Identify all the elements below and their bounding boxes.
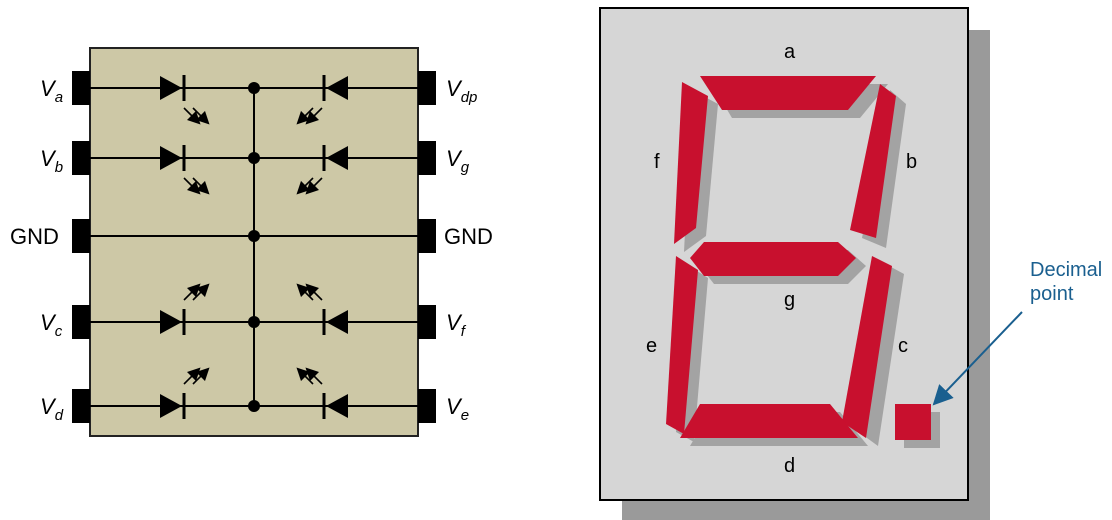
segment-label-c: c	[898, 335, 908, 357]
segment-label-g: g	[784, 289, 795, 311]
light-emission-arrows-icon	[192, 177, 210, 195]
light-emission-arrows-icon	[305, 367, 323, 385]
pin-right	[418, 219, 436, 253]
pin-left	[72, 71, 90, 105]
right-pin-labels: Vdp Vg GND Vf Ve	[444, 76, 493, 424]
left-pin-labels: Va Vb GND Vc Vd	[10, 76, 64, 424]
pin-label-right-2: Vg	[446, 146, 470, 176]
pin-label-right-4: Vf	[446, 310, 467, 340]
segment-f	[674, 82, 708, 244]
led-icon	[326, 76, 348, 100]
light-emission-arrows-icon	[305, 283, 323, 301]
led-icon	[160, 146, 182, 170]
pin-right	[418, 141, 436, 175]
segment-label-a: a	[784, 41, 796, 63]
segment-b	[850, 84, 896, 238]
junction-dot-icon	[248, 152, 260, 164]
light-emission-arrows-icon	[305, 177, 323, 195]
led-icon	[160, 310, 182, 334]
pin-label-left-1: Va	[40, 76, 63, 106]
pin-label-left-4: Vc	[40, 310, 63, 340]
junction-dot-icon	[248, 316, 260, 328]
decimal-point	[895, 404, 931, 440]
light-emission-arrows-icon	[183, 177, 201, 195]
segments	[666, 76, 931, 440]
junction-dot-icon	[248, 400, 260, 412]
decimal-point-label-line-2: point	[1030, 283, 1074, 305]
led-icon	[326, 310, 348, 334]
segment-c	[842, 256, 892, 438]
junction-dot-icon	[248, 82, 260, 94]
segment-label-b: b	[906, 151, 917, 173]
pin-left	[72, 141, 90, 175]
junction-dot-icon	[248, 230, 260, 242]
light-emission-arrows-icon	[296, 283, 314, 301]
segment-d	[680, 404, 858, 438]
pin-label-left-3: GND	[10, 224, 59, 249]
segment-label-e: e	[646, 335, 657, 357]
decimal-point-annotation: Decimal point	[932, 259, 1102, 406]
led-icon	[326, 146, 348, 170]
pin-right	[418, 305, 436, 339]
pin-right	[418, 389, 436, 423]
led-icon	[160, 394, 182, 418]
segment-e	[666, 256, 698, 434]
light-emission-arrows-icon	[192, 283, 210, 301]
light-emission-arrows-icon	[305, 107, 323, 125]
segment-label-d: d	[784, 455, 795, 477]
segment-labels: a b c d e f g	[646, 41, 917, 477]
segment-g	[690, 242, 856, 276]
light-emission-arrows-icon	[192, 107, 210, 125]
seven-segment-display: a b c d e f g Decimal point	[599, 7, 1102, 520]
light-emission-arrows-icon	[296, 107, 314, 125]
pin-label-right-5: Ve	[446, 394, 469, 424]
pin-label-left-2: Vb	[40, 146, 63, 176]
pin-label-right-3: GND	[444, 224, 493, 249]
light-emission-arrows-icon	[296, 367, 314, 385]
decimal-point-label-line-1: Decimal	[1030, 259, 1102, 281]
pin-left	[72, 389, 90, 423]
light-emission-arrows-icon	[183, 283, 201, 301]
pin-left	[72, 305, 90, 339]
light-emission-arrows-icon	[296, 177, 314, 195]
pin-right	[418, 71, 436, 105]
light-emission-arrows-icon	[192, 367, 210, 385]
segment-a	[700, 76, 876, 110]
pin-label-right-1: Vdp	[446, 76, 477, 106]
light-emission-arrows-icon	[183, 107, 201, 125]
chip-schematic: Va Vb GND Vc Vd Vdp Vg GND	[10, 47, 493, 437]
pin-left	[72, 219, 90, 253]
segment-label-f: f	[654, 151, 660, 173]
led-icon	[160, 76, 182, 100]
pin-label-left-5: Vd	[40, 394, 64, 424]
annotation-arrow-icon	[932, 311, 1023, 406]
led-icon	[326, 394, 348, 418]
light-emission-arrows-icon	[183, 367, 201, 385]
